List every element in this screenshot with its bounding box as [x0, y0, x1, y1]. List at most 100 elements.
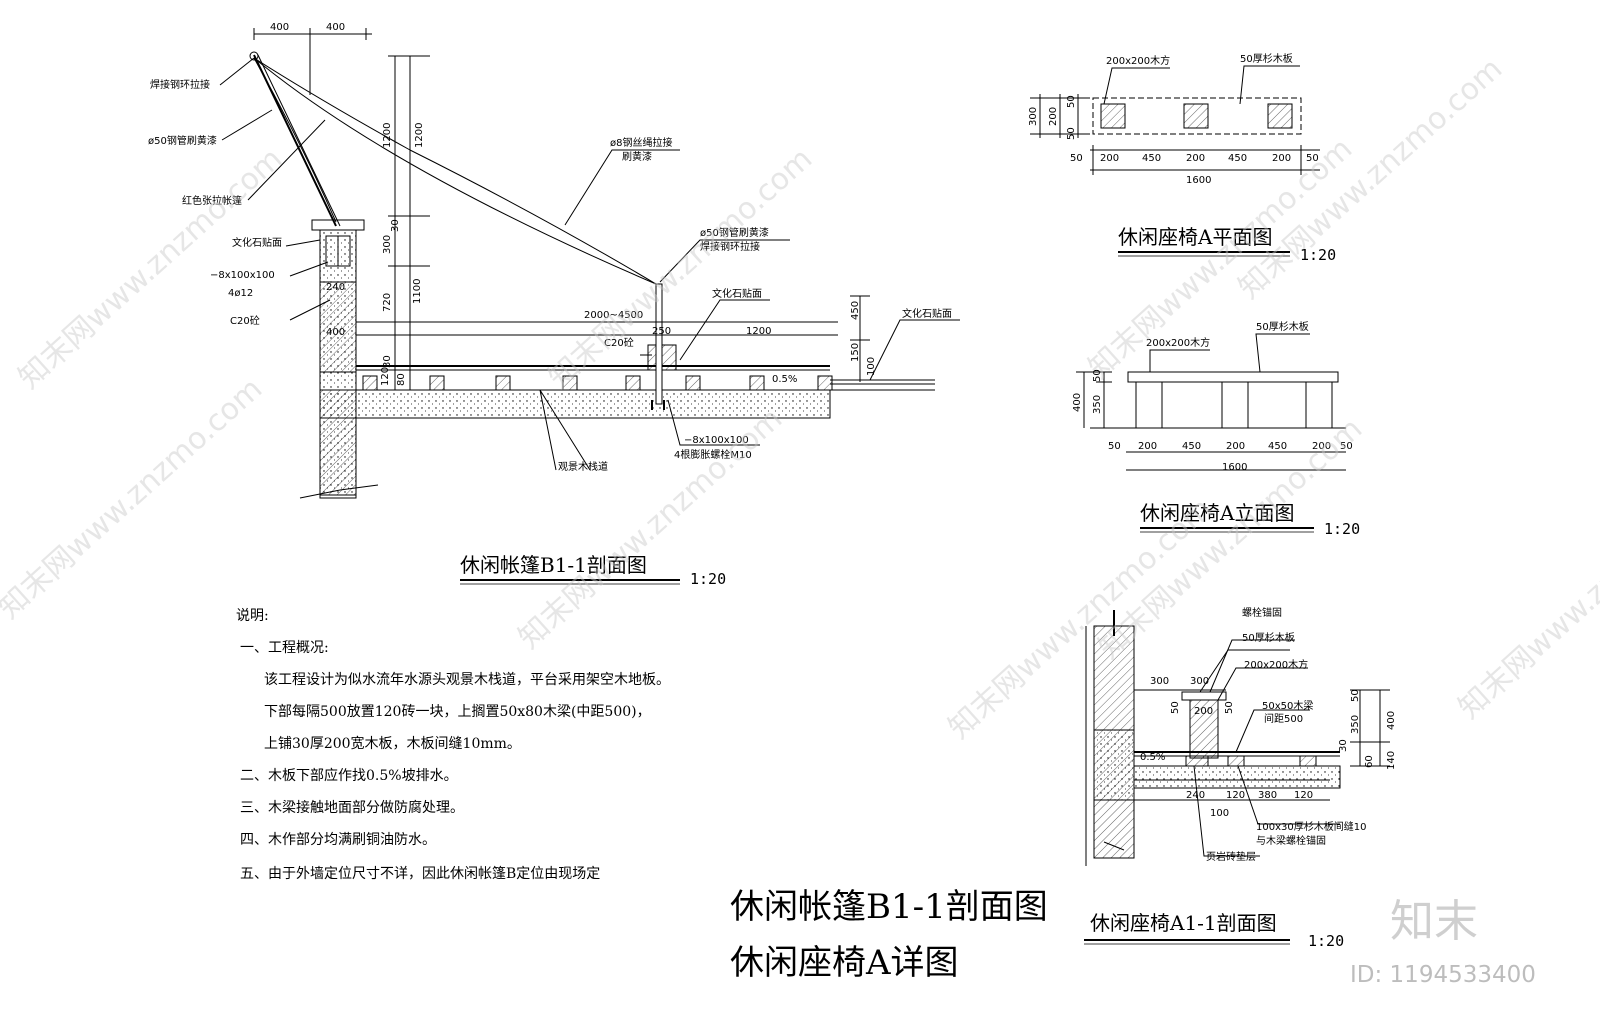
- bench-sect-label-post200: 200x200木方: [1244, 658, 1308, 671]
- label-wire-paint: 刷黄漆: [622, 150, 652, 163]
- dim-v30: 30: [390, 219, 401, 232]
- wall-brick: [319, 281, 357, 373]
- watermark-3: 知末网www.znzmo.com: [542, 141, 819, 396]
- bench-plan-dim-3: 200: [1186, 153, 1205, 164]
- bench-sect-scale: 1:20: [1308, 932, 1344, 950]
- label-slope: 0.5%: [772, 374, 797, 385]
- dim-v1200b: 1200: [414, 123, 425, 148]
- label-culture-stone-left: 文化石贴面: [232, 236, 282, 249]
- tent-section-text: 400 400 焊接钢环拉接 ø50钢管刷黄漆 红色张拉帐篷 文化石贴面 −8x…: [148, 22, 952, 588]
- dim-h1200: 1200: [746, 326, 771, 337]
- notes-line-7: 五、由于外墙定位尺寸不详，因此休闲帐篷B定位由现场定: [240, 866, 600, 882]
- bench-plan-dim-1: 200: [1100, 153, 1119, 164]
- label-bolts: 4根膨胀螺栓M10: [674, 448, 752, 461]
- label-pipe50-right: ø50钢管刷黄漆: [700, 226, 769, 239]
- bench-plan-title: 休闲座椅A平面图: [1118, 225, 1272, 249]
- dim-h250: 250: [652, 326, 671, 337]
- bench-elev-dim-6: 50: [1340, 441, 1353, 452]
- bench-plan-drawing: [1030, 65, 1320, 257]
- bench-elev-label-board: 50厚杉木板: [1256, 320, 1309, 333]
- bench-plan-v50a: 50: [1066, 95, 1077, 108]
- bench-sect-h300a: 300: [1150, 676, 1169, 687]
- notes-line-0: 一、工程概况:: [240, 640, 329, 656]
- bench-sect-slab: [1133, 765, 1341, 789]
- bench-elev-v50: 50: [1092, 369, 1103, 382]
- bench-elev-v350: 350: [1092, 395, 1103, 414]
- dim-h240: 240: [326, 282, 345, 293]
- label-c20-mid: C20砼: [604, 336, 634, 349]
- bench-sect-b380: 380: [1258, 790, 1277, 801]
- bench-elev-drawing: [1076, 333, 1346, 533]
- bench-plan-dims: 50 200 450 200 450 200 50: [1070, 153, 1319, 164]
- bench-sect-b120b: 120: [1294, 790, 1313, 801]
- bench-sect-label-beam: 50x50木梁: [1262, 699, 1313, 712]
- dim-v720: 720: [382, 293, 393, 312]
- bench-plan-dim-4: 450: [1228, 153, 1247, 164]
- brick-pads: [362, 375, 833, 391]
- dim-h-span: 2000~4500: [584, 310, 643, 321]
- dim-v450: 450: [850, 301, 861, 320]
- sheet-title-line2: 休闲座椅A详图: [730, 943, 959, 983]
- bench-elev-label-post: 200x200木方: [1146, 336, 1210, 349]
- dim-v30b: 30: [382, 355, 393, 368]
- bench-sect-title: 休闲座椅A1-1剖面图: [1090, 911, 1277, 935]
- brand-id: ID: 1194533400: [1350, 962, 1536, 988]
- bench-sect-h200: 200: [1194, 706, 1213, 717]
- tent-section-drawing: [219, 28, 960, 585]
- bench-elev-title: 休闲座椅A立面图: [1140, 501, 1294, 525]
- label-c20-left: C20砼: [230, 314, 260, 327]
- bench-plan-dim-0: 50: [1070, 153, 1083, 164]
- bench-plan-dim-5: 200: [1272, 153, 1291, 164]
- bench-elev-dims: 50 200 450 200 450 200 50: [1108, 441, 1353, 452]
- dim-v100: 100: [866, 357, 877, 376]
- bench-plan-v50b: 50: [1066, 127, 1077, 140]
- bench-sect-b240: 240: [1186, 790, 1205, 801]
- bench-sect-label-slope: 0.5%: [1140, 752, 1165, 763]
- bench-plan-v300: 300: [1028, 107, 1039, 126]
- bench-plan-label-post: 200x200木方: [1106, 54, 1170, 67]
- dim-top-400a: 400: [270, 22, 289, 33]
- bench-sect-label-beam-spacing: 间距500: [1264, 712, 1303, 725]
- bench-sect-label-bolt-anchor: 螺栓锚固: [1242, 606, 1282, 619]
- bench-elev-dim-1: 200: [1138, 441, 1157, 452]
- label-boardwalk: 观景木栈道: [558, 460, 608, 473]
- watermark-1: 知末网www.znzmo.com: [12, 141, 289, 396]
- notes-line-4: 二、木板下部应作找0.5%坡排水。: [240, 767, 458, 784]
- label-wire-rope: ø8钢丝绳拉接: [610, 136, 672, 149]
- bench-sect-v400: 400: [1386, 711, 1397, 730]
- bench-plan-label-board: 50厚杉木板: [1240, 52, 1293, 65]
- bench-sect-h300b: 300: [1190, 676, 1209, 687]
- watermark-4: 知末网www.znzmo.com: [512, 401, 789, 656]
- bench-plan-text: 200x200木方 50厚杉木板 300 200 50 50 50 200 45…: [1028, 52, 1336, 264]
- label-culture-stone-right: 文化石贴面: [902, 307, 952, 320]
- sheet-title-block: 休闲帐篷B1-1剖面图 休闲座椅A详图: [730, 887, 1048, 983]
- bench-plan-v200: 200: [1048, 107, 1059, 126]
- bench-plan-outline: [1092, 97, 1302, 135]
- label-weld-ring-top: 焊接钢环拉接: [150, 78, 210, 91]
- dim-h400: 400: [326, 327, 345, 338]
- bench-elev-total: 1600: [1222, 462, 1247, 473]
- dim-v300: 300: [382, 235, 393, 254]
- bench-sect-drawing: [1084, 610, 1390, 945]
- bench-sect-seat: [1181, 691, 1227, 701]
- label-weld-ring-right: 焊接钢环拉接: [700, 240, 760, 253]
- bench-elev-dim-3: 200: [1226, 441, 1245, 452]
- label-rebar: 4ø12: [228, 288, 253, 299]
- bench-sect-label-shale: 页岩砖垫层: [1206, 850, 1256, 863]
- bench-plan-total: 1600: [1186, 175, 1211, 186]
- sheet-title-line1: 休闲帐篷B1-1剖面图: [730, 887, 1048, 927]
- notes-heading: 说明:: [236, 608, 269, 624]
- tent-cable: [253, 57, 337, 223]
- notes-line-6: 四、木作部分均满刷铜油防水。: [240, 832, 436, 848]
- label-red-tent: 红色张拉帐篷: [182, 194, 242, 207]
- dim-v1200a: 1200: [382, 123, 393, 148]
- bench-sect-text: 螺栓锚固 50厚杉木板 200x200木方 50x50木梁 间距500 100x…: [1090, 606, 1397, 950]
- bench-sect-b100: 100: [1210, 808, 1229, 819]
- label-pipe50-left: ø50钢管刷黄漆: [148, 134, 217, 147]
- bench-sect-v60: 60: [1364, 755, 1375, 768]
- dim-v120: 120: [380, 367, 391, 386]
- dim-top-400b: 400: [326, 22, 345, 33]
- bench-sect-v50a: 50: [1170, 701, 1181, 714]
- notes-line-5: 三、木梁接触地面部分做防腐处理。: [240, 799, 464, 816]
